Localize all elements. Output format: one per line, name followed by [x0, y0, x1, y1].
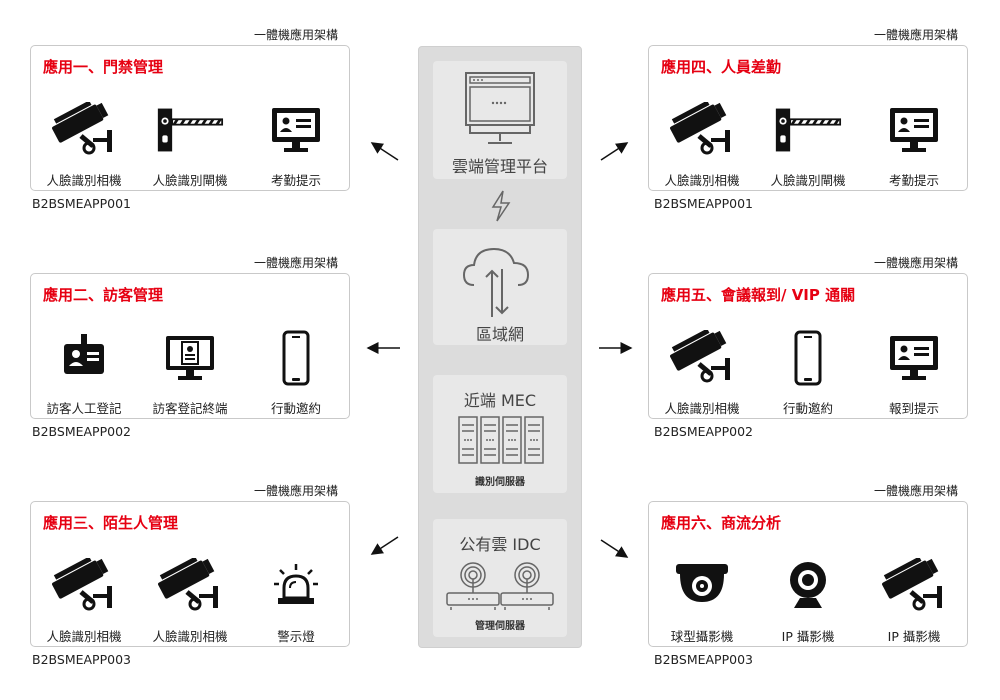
architecture-label: 一體機應用架構	[254, 484, 339, 498]
app-card-traffic-analysis: 應用六、商流分析 球型攝影機 IP 攝影機 IP 攝影機	[648, 501, 968, 647]
app-code: B2BSMEAPP001	[654, 196, 753, 211]
alarm-light-icon	[268, 558, 324, 614]
device-label: 球型攝影機	[670, 629, 734, 644]
app-card-attendance: 應用四、人員差勤 人臉識別相機 人臉識別閘機 考勤提示	[648, 45, 968, 191]
device-item: 行動邀約	[758, 330, 858, 417]
device-label: 人臉識別相機	[46, 629, 122, 644]
card-title: 應用四、人員差勤	[661, 58, 782, 76]
app-code: B2BSMEAPP003	[32, 652, 131, 667]
device-label: IP 攝影機	[781, 629, 835, 644]
arrow-to-app6	[600, 539, 629, 558]
arrow-to-app4	[600, 142, 629, 161]
lightning-icon	[491, 190, 511, 222]
device-label: 人臉識別閘機	[770, 173, 846, 188]
smartphone-icon	[780, 330, 836, 386]
architecture-label: 一體機應用架構	[874, 28, 959, 42]
center-infrastructure-column: 雲端管理平台 區域網 近端 MEC 識別伺服器 公有雲 IDC	[418, 46, 582, 648]
device-item: 報到提示	[864, 330, 964, 417]
app-code: B2BSMEAPP002	[654, 424, 753, 439]
device-item: 訪客人工登記	[34, 330, 134, 417]
device-label: 訪客登記終端	[152, 401, 228, 416]
architecture-label: 一體機應用架構	[874, 256, 959, 270]
device-label: 考勤提示	[270, 173, 321, 188]
monitor-id-icon	[162, 330, 218, 386]
device-item: 人臉識別相機	[140, 558, 240, 645]
mec-panel: 近端 MEC 識別伺服器	[433, 375, 567, 493]
camera-icon	[879, 558, 949, 614]
router-icon	[446, 562, 554, 610]
lan-label: 區域網	[475, 325, 524, 344]
device-item: 訪客登記終端	[140, 330, 240, 417]
device-label: 警示燈	[277, 629, 315, 644]
idc-label: 公有雲 IDC	[459, 535, 541, 554]
monitor-badge-icon	[886, 102, 942, 158]
gate-barrier-icon	[772, 105, 844, 155]
device-label: IP 攝影機	[887, 629, 941, 644]
card-title: 應用一、門禁管理	[43, 58, 164, 76]
card-title: 應用五、會議報到/ VIP 通關	[661, 286, 856, 304]
device-item: 人臉識別相機	[652, 330, 752, 417]
app-code: B2BSMEAPP003	[654, 652, 753, 667]
device-item: 人臉識別相機	[34, 558, 134, 645]
device-item: 人臉識別閘機	[140, 102, 240, 189]
server-rack-icon	[458, 416, 544, 464]
device-label: 考勤提示	[888, 173, 939, 188]
idc-sub-label: 管理伺服器	[475, 621, 525, 632]
cloud-platform-label: 雲端管理平台	[451, 157, 548, 176]
device-label: 人臉識別相機	[664, 401, 740, 416]
server-screen-icon	[460, 69, 540, 149]
app-code: B2BSMEAPP002	[32, 424, 131, 439]
camera-icon	[155, 558, 225, 614]
monitor-badge-icon	[268, 102, 324, 158]
camera-icon	[49, 102, 119, 158]
lan-panel: 區域網	[433, 229, 567, 345]
visitor-badge-icon	[56, 330, 112, 386]
card-title: 應用二、訪客管理	[43, 286, 164, 304]
webcam-icon	[780, 558, 836, 614]
smartphone-icon	[268, 330, 324, 386]
architecture-label: 一體機應用架構	[874, 484, 959, 498]
app-code: B2BSMEAPP001	[32, 196, 131, 211]
card-title: 應用三、陌生人管理	[43, 514, 179, 532]
cloud-transfer-icon	[462, 247, 530, 317]
device-label: 人臉識別相機	[152, 629, 228, 644]
card-title: 應用六、商流分析	[661, 514, 782, 532]
arrow-to-app3	[370, 536, 399, 555]
app-card-access-control: 應用一、門禁管理 人臉識別相機 人臉識別閘機 考勤提示	[30, 45, 350, 191]
idc-panel: 公有雲 IDC 管理伺服器	[433, 519, 567, 637]
device-item: IP 攝影機	[758, 558, 858, 645]
device-item: 考勤提示	[246, 102, 346, 189]
device-item: 球型攝影機	[652, 558, 752, 645]
monitor-badge-icon	[886, 330, 942, 386]
device-label: 人臉識別相機	[664, 173, 740, 188]
device-label: 行動邀約	[270, 401, 321, 416]
mec-label: 近端 MEC	[463, 391, 537, 410]
device-item: IP 攝影機	[864, 558, 964, 645]
cloud-platform-panel: 雲端管理平台	[433, 61, 567, 179]
device-label: 人臉識別閘機	[152, 173, 228, 188]
arrow-to-app1	[370, 142, 399, 161]
device-item: 人臉識別相機	[652, 102, 752, 189]
device-item: 人臉識別相機	[34, 102, 134, 189]
camera-icon	[667, 330, 737, 386]
device-label: 行動邀約	[782, 401, 833, 416]
architecture-label: 一體機應用架構	[254, 28, 339, 42]
device-item: 人臉識別閘機	[758, 102, 858, 189]
device-label: 報到提示	[888, 401, 939, 416]
app-card-stranger-management: 應用三、陌生人管理 人臉識別相機 人臉識別相機 警示燈	[30, 501, 350, 647]
app-card-visitor-management: 應用二、訪客管理 訪客人工登記 訪客登記終端 行動邀約	[30, 273, 350, 419]
camera-icon	[49, 558, 119, 614]
mec-sub-label: 識別伺服器	[475, 477, 525, 488]
device-item: 考勤提示	[864, 102, 964, 189]
camera-icon	[667, 102, 737, 158]
device-item: 行動邀約	[246, 330, 346, 417]
gate-barrier-icon	[154, 105, 226, 155]
device-item: 警示燈	[246, 558, 346, 645]
dome-camera-icon	[672, 558, 732, 614]
device-label: 訪客人工登記	[46, 401, 122, 416]
app-card-meeting-checkin: 應用五、會議報到/ VIP 通關 人臉識別相機 行動邀約 報到提示	[648, 273, 968, 419]
architecture-label: 一體機應用架構	[254, 256, 339, 270]
device-label: 人臉識別相機	[46, 173, 122, 188]
